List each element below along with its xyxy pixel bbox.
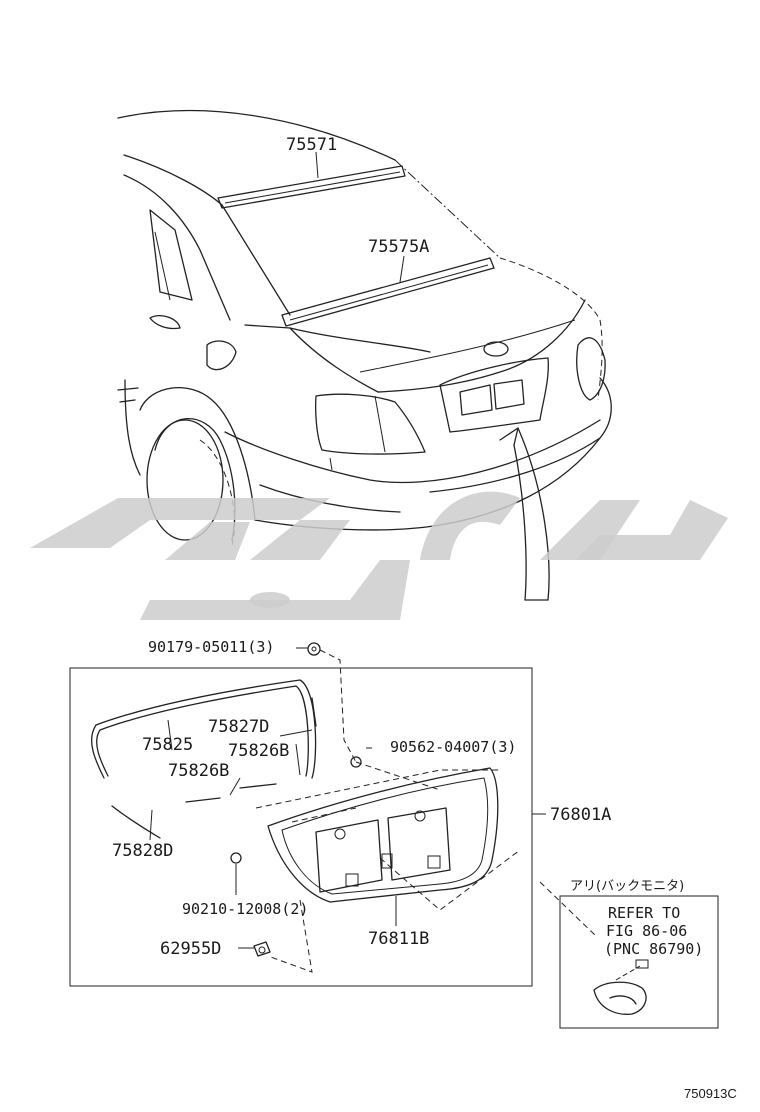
note-line-2: FIG 86-06 bbox=[606, 922, 687, 940]
label-75571: 75571 bbox=[286, 135, 337, 155]
label-90562-04007: 90562-04007(3) bbox=[390, 738, 516, 756]
refer-note-box bbox=[539, 881, 719, 1029]
label-90210-12008: 90210-12008(2) bbox=[182, 900, 308, 918]
label-75575A: 75575A bbox=[368, 237, 429, 257]
label-76811B: 76811B bbox=[368, 929, 429, 949]
clip-62955D[interactable] bbox=[253, 941, 271, 957]
roof-spoiler-75571[interactable] bbox=[217, 165, 406, 209]
nut-90562[interactable] bbox=[350, 756, 362, 768]
figure-code: 750913C bbox=[684, 1086, 737, 1101]
label-62955D: 62955D bbox=[160, 939, 221, 959]
note-line-1: REFER TO bbox=[608, 904, 680, 922]
label-75828D: 75828D bbox=[112, 841, 173, 861]
nut-90179[interactable] bbox=[307, 642, 321, 656]
note-line-3: (PNC 86790) bbox=[604, 940, 703, 958]
label-75826B-lower: 75826B bbox=[168, 761, 229, 781]
license-garnish-76801A[interactable] bbox=[267, 767, 499, 903]
strip-75826B-upper[interactable] bbox=[239, 783, 277, 789]
label-76801A: 76801A bbox=[550, 805, 611, 825]
note-jp-label: アリ(バックモニタ) bbox=[570, 879, 684, 894]
watermark bbox=[30, 491, 728, 620]
strip-75826B-lower[interactable] bbox=[185, 797, 221, 803]
detail-frame bbox=[69, 667, 533, 987]
strip-75827D[interactable] bbox=[311, 697, 317, 727]
label-90179-05011: 90179-05011(3) bbox=[148, 638, 274, 656]
strip-75828D[interactable] bbox=[111, 805, 161, 839]
detail-arrow bbox=[499, 427, 550, 601]
weatherstrip-75825[interactable] bbox=[91, 679, 317, 779]
nut-90210[interactable] bbox=[230, 852, 242, 864]
label-75825: 75825 bbox=[142, 735, 193, 755]
label-75827D: 75827D bbox=[208, 717, 269, 737]
car-rear-illustration bbox=[117, 109, 612, 546]
rear-spoiler-75575A[interactable] bbox=[281, 257, 495, 327]
label-75826B-upper: 75826B bbox=[228, 741, 289, 761]
